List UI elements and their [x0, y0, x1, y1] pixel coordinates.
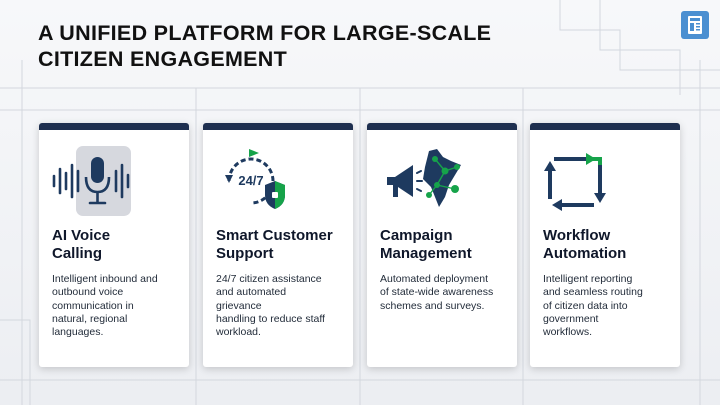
circular-arrows-workflow-icon: [544, 153, 606, 211]
card-accent-bar: [530, 123, 680, 130]
card-title-line-1: Workflow: [543, 227, 611, 244]
card-title-line-1: Smart Customer: [216, 227, 333, 244]
megaphone-india-map-icon: [387, 149, 461, 207]
card-title-line-2: Automation: [543, 245, 627, 262]
feature-card-ai-voice-calling: AI Voice Calling Intelligent inbound and…: [39, 123, 189, 367]
page-title: A UNIFIED PLATFORM FOR LARGE-SCALE CITIZ…: [38, 20, 491, 72]
page-title-line-1: A UNIFIED PLATFORM FOR LARGE-SCALE: [38, 21, 492, 45]
card-title: Campaign Management: [380, 227, 512, 263]
card-accent-bar: [203, 123, 353, 130]
card-title-line-2: Support: [216, 245, 274, 262]
card-title-line-1: AI Voice: [52, 227, 111, 244]
card-description: Automated deployment of state-wide aware…: [380, 273, 494, 312]
card-title-line-2: Management: [380, 245, 472, 262]
newspaper-logo-icon: [681, 11, 709, 39]
feature-card-campaign-management: Campaign Management Automated deployment…: [367, 123, 517, 367]
clock-24-7-label: 24/7: [238, 173, 263, 188]
card-title: Smart Customer Support: [216, 227, 348, 263]
card-title: AI Voice Calling: [52, 227, 184, 263]
card-description: Intelligent reporting and seamless routi…: [543, 273, 643, 339]
card-title-line-1: Campaign: [380, 227, 453, 244]
feature-card-workflow-automation: Workflow Automation Intelligent reportin…: [530, 123, 680, 367]
card-title: Workflow Automation: [543, 227, 675, 263]
card-description: 24/7 citizen assistance and automated gr…: [216, 273, 325, 339]
microphone-soundwave-icon: [52, 146, 131, 216]
card-accent-bar: [367, 123, 517, 130]
page-title-line-2: CITIZEN ENGAGEMENT: [38, 47, 288, 71]
card-description: Intelligent inbound and outbound voice c…: [52, 273, 158, 339]
feature-card-smart-customer-support: 24/7 Smart Customer Support 24/7 citizen…: [203, 123, 353, 367]
card-title-line-2: Calling: [52, 245, 103, 262]
card-accent-bar: [39, 123, 189, 130]
clock-24-7-shield-icon: 24/7: [225, 149, 285, 209]
